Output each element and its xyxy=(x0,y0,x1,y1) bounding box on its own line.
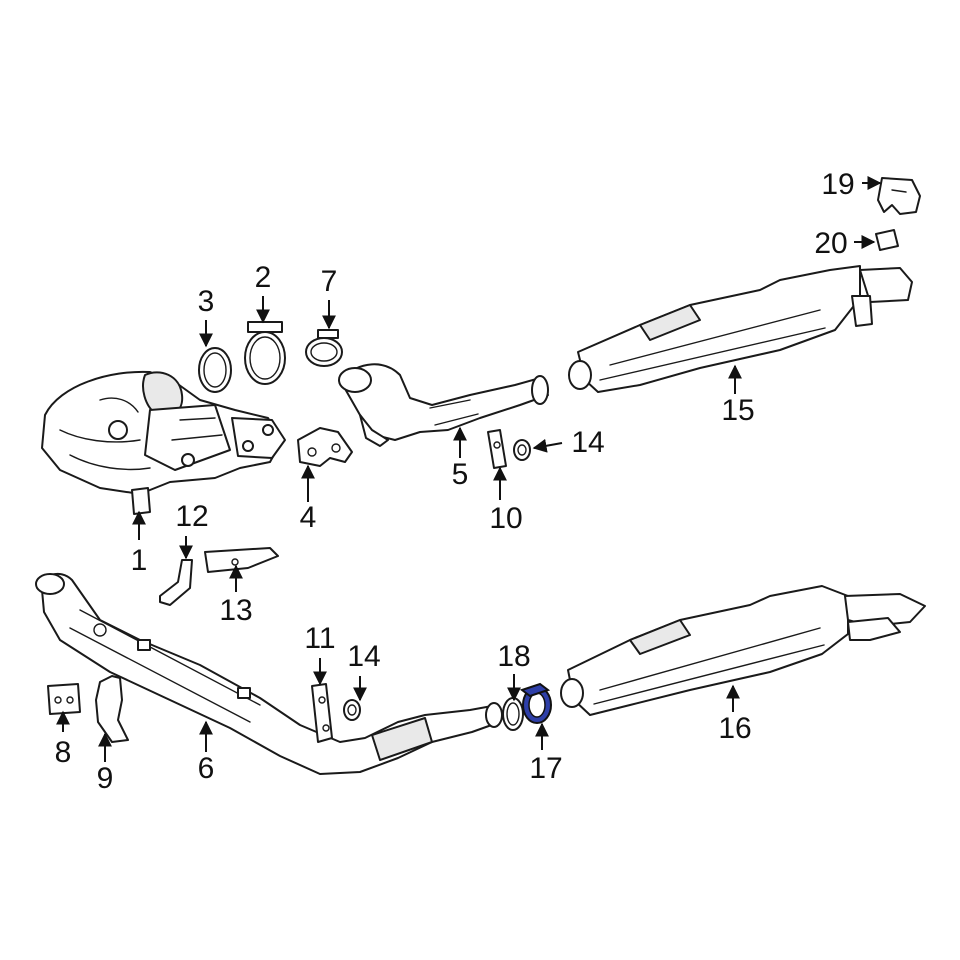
callout-4: 4 xyxy=(300,501,317,534)
callout-7: 7 xyxy=(321,265,338,298)
part-4-bracket[interactable] xyxy=(297,427,353,467)
part-16-muffler-lower[interactable] xyxy=(560,585,926,716)
part-15-muffler-upper[interactable] xyxy=(568,265,913,393)
callout-13: 13 xyxy=(219,594,252,627)
callout-19: 19 xyxy=(821,168,854,201)
part-10-hanger[interactable] xyxy=(487,429,507,469)
callout-labels: 1 2 3 4 5 6 7 8 9 10 11 12 13 14 14 15 1… xyxy=(55,168,855,795)
callout-20: 20 xyxy=(814,227,847,260)
part-12-bracket[interactable] xyxy=(159,559,193,606)
callout-6: 6 xyxy=(198,752,215,785)
part-13-bracket[interactable] xyxy=(204,547,279,573)
callout-5: 5 xyxy=(452,458,469,491)
part-7-clamp[interactable] xyxy=(305,329,343,367)
callout-1: 1 xyxy=(131,544,148,577)
callout-8: 8 xyxy=(55,736,72,769)
part-20-isolator[interactable] xyxy=(875,229,899,251)
part-17-clamp-highlighted[interactable] xyxy=(519,682,552,724)
callout-16: 16 xyxy=(718,712,751,745)
callout-17: 17 xyxy=(529,752,562,785)
part-18-gasket[interactable] xyxy=(502,697,524,731)
callout-12: 12 xyxy=(175,500,208,533)
leader-lines xyxy=(56,176,882,762)
part-2-clamp[interactable] xyxy=(244,321,286,385)
part-3-gasket-ring[interactable] xyxy=(198,347,232,393)
part-1-manifold-converter[interactable] xyxy=(41,370,286,515)
callout-3: 3 xyxy=(198,285,215,318)
part-14-nut-upper[interactable] xyxy=(513,439,531,461)
part-5-front-pipe[interactable] xyxy=(338,363,549,447)
part-14-nut-lower[interactable] xyxy=(343,699,361,721)
callout-10: 10 xyxy=(489,502,522,535)
part-9-bracket[interactable] xyxy=(95,675,129,743)
part-8-bracket[interactable] xyxy=(47,683,81,715)
callout-15: 15 xyxy=(721,394,754,427)
callout-11: 11 xyxy=(304,622,335,655)
callout-2: 2 xyxy=(255,261,272,294)
part-19-hanger[interactable] xyxy=(877,177,921,215)
callout-14-upper: 14 xyxy=(571,426,604,459)
callout-14-lower: 14 xyxy=(347,640,380,673)
callout-18: 18 xyxy=(497,640,530,673)
part-6-intermediate-pipe[interactable] xyxy=(35,572,503,775)
callout-9: 9 xyxy=(97,762,114,795)
